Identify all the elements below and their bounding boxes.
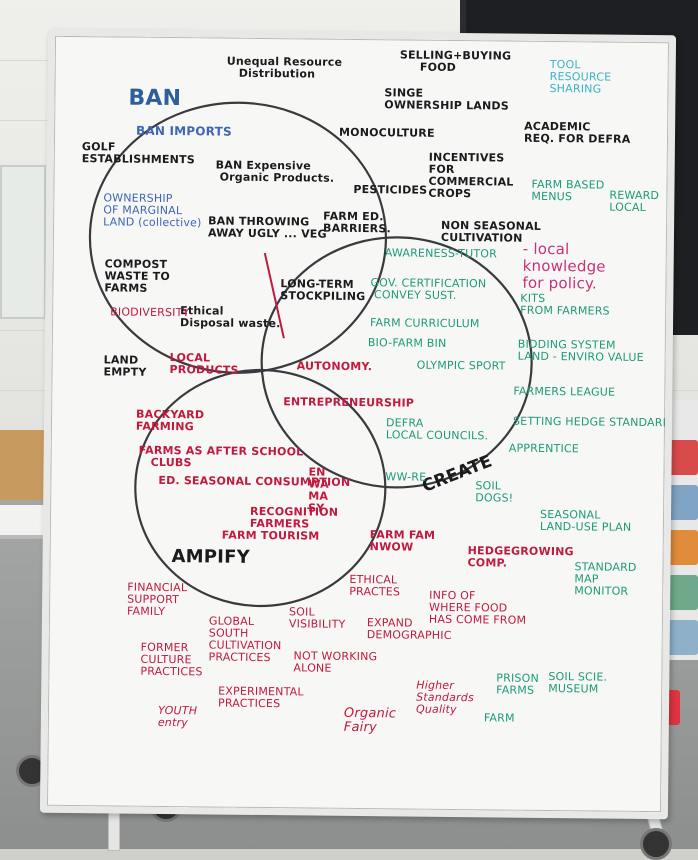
note-red: BIODIVERSITY <box>110 305 190 320</box>
background-whiteboard <box>0 165 46 319</box>
note-red: HEDGEGROWING COMP. <box>467 544 574 570</box>
note-red: BACKYARD FARMING <box>135 407 205 434</box>
note-green: STANDARD MAP MONITOR <box>574 560 637 598</box>
note-green: WW-RE <box>385 470 427 484</box>
note-green: AWARENESS-TUTOR <box>384 246 498 261</box>
note-red: FORMER CULTURE PRACTICES <box>140 640 203 679</box>
note-black: BAN Expensive Organic Products. <box>215 158 335 185</box>
note-green: PRISON FARMS <box>496 671 540 697</box>
note-black: PESTICIDES <box>353 182 428 197</box>
note-blue: BAN IMPORTS <box>135 123 232 139</box>
note-black: LAND EMPTY <box>103 353 147 379</box>
note-green: DEFRA LOCAL COUNCILS. <box>385 416 489 443</box>
amplify-circle <box>134 368 387 608</box>
note-red: NOT WORKING ALONE <box>293 649 378 675</box>
note-red: FARM TOURISM <box>221 528 320 543</box>
note-black: ACADEMIC REQ. FOR DEFRA <box>523 119 631 146</box>
note-green: SEASONAL LAND-USE PLAN <box>539 507 632 534</box>
note-green: FARM BASED MENUS <box>531 177 605 204</box>
note-black: BAN THROWING AWAY UGLY ... VEG <box>207 214 327 241</box>
caster-wheel <box>640 828 672 860</box>
heading-amplify: AMPIFY <box>171 546 250 568</box>
note-red: ENTREPRENEURSHIP <box>283 395 415 410</box>
note-green: BIO-FARM BIN <box>367 336 447 350</box>
note-black: LONG-TERM STOCKPILING <box>280 277 366 304</box>
note-green: SOIL SCIE. MUSEUM <box>548 670 608 696</box>
note-red: RECOGNITION FARMERS <box>249 504 339 531</box>
note-black: MONOCULTURE <box>338 125 435 140</box>
note-green: OLYMPIC SPORT <box>416 358 506 373</box>
note-green: FARM <box>483 711 515 725</box>
note-black: Unequal Resource Distribution <box>226 54 343 81</box>
note-black: COMPOST WASTE TO FARMS <box>104 257 170 295</box>
note-red: YOUTH entry <box>157 703 198 730</box>
note-red: Higher Standards Quality <box>415 678 474 717</box>
venn-diagram-circles <box>88 101 533 608</box>
note-green: FARM CURRICULUM <box>369 316 480 331</box>
note-green: SETTING HEDGE STANDARDS <box>512 414 677 430</box>
note-red: FARM FAM NWOW <box>369 528 436 554</box>
note-red: ETHICAL PRACTES <box>349 572 401 599</box>
note-green: FARMERS LEAGUE <box>513 384 616 399</box>
create-circle <box>260 236 533 489</box>
note-cyan: TOOL RESOURCE SHARING <box>549 57 612 96</box>
heading-ban: BAN <box>128 85 182 112</box>
note-green: GOV. CERTIFICATION CONVEY SUST. <box>370 276 487 303</box>
note-black: Ethical Disposal waste. <box>179 304 281 331</box>
note-red: LOCAL PRODUCTS <box>169 351 239 377</box>
note-red: SOIL VISIBILITY <box>288 605 346 631</box>
whiteboard: BAN CREATE AMPIFY Unequal Resource Distr… <box>39 28 677 820</box>
note-green: REWARD LOCAL <box>609 188 660 215</box>
note-red: EXPERIMENTAL PRACTICES <box>218 684 304 711</box>
note-red: FARMS AS AFTER SCHOOL CLUBS <box>138 443 304 470</box>
note-red: Organic Fairy <box>343 705 397 736</box>
note-black: SELLING+BUYING FOOD <box>399 48 512 75</box>
note-red: EXPAND DEMOGRAPHIC <box>366 616 452 642</box>
note-black: INCENTIVES FOR COMMERCIAL CROPS <box>428 150 514 201</box>
red-connector-line <box>263 252 285 339</box>
note-green: KITS FROM FARMERS <box>520 291 610 318</box>
note-blue: OWNERSHIP OF MARGINAL LAND (collective) <box>103 191 202 230</box>
note-green: APPRENTICE <box>508 441 580 456</box>
note-magenta: - local knowledge for policy. <box>522 239 606 293</box>
note-black: GOLF ESTABLISHMENTS <box>81 140 195 167</box>
note-black: SINGE OWNERSHIP LANDS <box>384 86 509 113</box>
note-black: FARM ED. BARRIERS. <box>322 209 391 236</box>
note-red: AUTONOMY. <box>296 359 373 374</box>
note-green: SOIL DOGS! <box>475 479 514 505</box>
note-red: FINANCIAL SUPPORT FAMILY <box>126 580 188 618</box>
note-red: GLOBAL SOUTH CULTIVATION PRACTICES <box>208 614 282 665</box>
note-green: BIDDING SYSTEM LAND - ENVIRO VALUE <box>517 337 644 364</box>
